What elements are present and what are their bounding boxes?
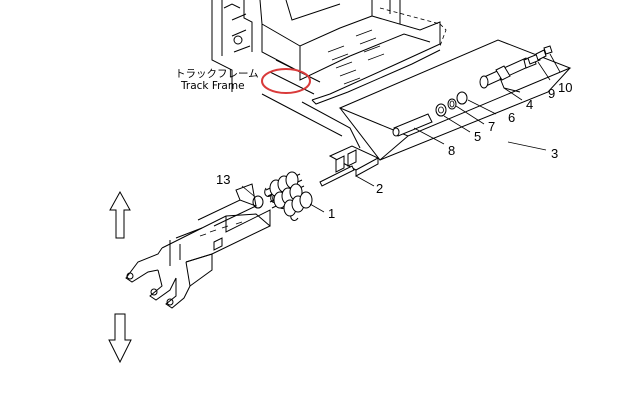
callout-7: 7 — [488, 119, 495, 134]
callout-1: 1 — [328, 206, 335, 221]
part-10-cap — [543, 45, 553, 55]
part-5-seal — [435, 103, 447, 117]
part-2-bracket — [319, 145, 380, 187]
arrow-up-icon — [109, 190, 131, 239]
callout-5: 5 — [474, 129, 481, 144]
part-6-ring — [456, 91, 468, 105]
track-frame — [211, 0, 447, 105]
part-9-grease-fitting — [527, 49, 547, 65]
callout-10: 10 — [558, 80, 572, 95]
leader-frame-to-group — [301, 101, 361, 149]
callout-9: 9 — [548, 86, 555, 101]
arrow-down-icon — [108, 313, 132, 364]
part-4-cylinder — [479, 55, 537, 93]
callout-3: 3 — [551, 146, 558, 161]
callout-8: 8 — [448, 143, 455, 158]
idler-yoke — [125, 183, 271, 309]
part-1-springs — [264, 171, 325, 221]
callout-2: 2 — [376, 181, 383, 196]
track-frame-label-jp: トラックフレーム — [175, 68, 259, 80]
part-7-ring — [447, 98, 457, 110]
highlight-circle — [261, 68, 311, 94]
track-frame-label-en: Track Frame — [180, 80, 245, 92]
callout-13: 13 — [216, 172, 230, 187]
assembly-3-box — [338, 39, 572, 161]
callout-4: 4 — [526, 97, 533, 112]
part-8-rod — [392, 113, 433, 137]
callout-6: 6 — [508, 110, 515, 125]
